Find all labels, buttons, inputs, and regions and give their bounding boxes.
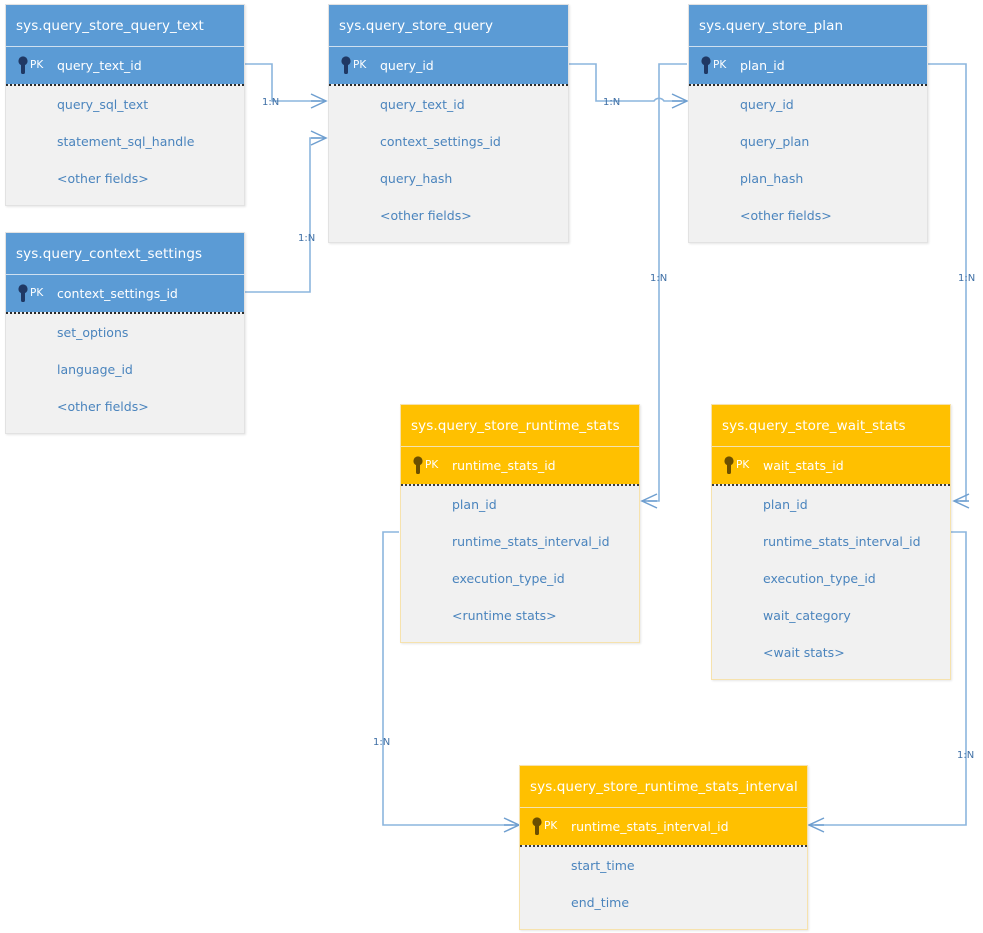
entity-primary-key-row[interactable]: PK runtime_stats_interval_id <box>520 808 807 845</box>
entity-primary-key-row[interactable]: PK context_settings_id <box>6 275 244 312</box>
field-row: query_hash <box>380 171 453 186</box>
field-row: <other fields> <box>740 208 832 223</box>
pk-field-name: runtime_stats_interval_id <box>571 819 729 834</box>
field-row: <other fields> <box>57 399 149 414</box>
field-row: plan_id <box>763 497 808 512</box>
entity-query-store-query[interactable]: sys.query_store_query PK query_id query_… <box>328 4 569 243</box>
field-row: execution_type_id <box>452 571 565 586</box>
field-row: <other fields> <box>57 171 149 186</box>
key-icon <box>16 284 50 304</box>
pk-field-name: runtime_stats_id <box>452 458 556 473</box>
rel-interval-runtimestats-label: 1:N <box>373 737 390 748</box>
pk-field-name: wait_stats_id <box>763 458 844 473</box>
entity-primary-key-row[interactable]: PK query_id <box>329 47 568 84</box>
entity-primary-key-row[interactable]: PK runtime_stats_id <box>401 447 639 484</box>
entity-field-list: query_id query_plan plan_hash <other fie… <box>689 84 927 242</box>
entity-title: sys.query_context_settings <box>6 233 244 275</box>
key-icon <box>16 56 50 76</box>
rel-ctxsettings-query: 1:N <box>245 130 328 293</box>
field-row: <runtime stats> <box>452 608 557 623</box>
pk-label: PK <box>544 820 558 832</box>
entity-query-context-settings[interactable]: sys.query_context_settings PK context_se… <box>5 232 245 434</box>
rel-querytext-query: 1:N <box>245 63 328 109</box>
field-row: query_text_id <box>380 97 465 112</box>
rel-plan-runtimestats: 1:N <box>640 63 687 509</box>
rel-plan-waitstats-label: 1:N <box>958 273 975 284</box>
field-row: execution_type_id <box>763 571 876 586</box>
key-icon <box>722 456 756 476</box>
entity-field-list: start_time end_time <box>520 845 807 929</box>
field-row: query_plan <box>740 134 810 149</box>
entity-field-list: plan_id runtime_stats_interval_id execut… <box>401 484 639 642</box>
entity-title: sys.query_store_plan <box>689 5 927 47</box>
pk-field-name: query_text_id <box>57 58 142 73</box>
field-row: context_settings_id <box>380 134 501 149</box>
entity-field-list: query_sql_text statement_sql_handle <oth… <box>6 84 244 205</box>
rel-query-plan-label: 1:N <box>603 97 620 108</box>
entity-title: sys.query_store_wait_stats <box>712 405 950 447</box>
key-icon <box>699 56 733 76</box>
field-row: runtime_stats_interval_id <box>452 534 610 549</box>
entity-field-list: query_text_id context_settings_id query_… <box>329 84 568 242</box>
pk-field-name: query_id <box>380 58 434 73</box>
field-row: plan_hash <box>740 171 804 186</box>
field-row: start_time <box>571 858 635 873</box>
pk-label: PK <box>30 59 44 71</box>
field-row: end_time <box>571 895 630 910</box>
pk-field-name: context_settings_id <box>57 286 178 301</box>
pk-label: PK <box>353 59 367 71</box>
entity-title: sys.query_store_query <box>329 5 568 47</box>
rel-querytext-query-label: 1:N <box>262 97 279 108</box>
pk-label: PK <box>30 287 44 299</box>
field-row: wait_category <box>763 608 851 623</box>
rel-query-plan: 1:N <box>569 63 689 109</box>
entity-query-store-plan[interactable]: sys.query_store_plan PK plan_id query_id… <box>688 4 928 243</box>
entity-title: sys.query_store_runtime_stats_interval <box>520 766 807 808</box>
field-row: set_options <box>57 325 129 340</box>
entity-query-store-runtime-stats-interval[interactable]: sys.query_store_runtime_stats_interval P… <box>519 765 808 930</box>
entity-primary-key-row[interactable]: PK plan_id <box>689 47 927 84</box>
pk-field-name: plan_id <box>740 58 785 73</box>
field-row: plan_id <box>452 497 497 512</box>
pk-label: PK <box>425 459 439 471</box>
entity-query-store-query-text[interactable]: sys.query_store_query_text PK query_text… <box>5 4 245 206</box>
field-row: language_id <box>57 362 133 377</box>
entity-primary-key-row[interactable]: PK query_text_id <box>6 47 244 84</box>
key-icon <box>411 456 445 476</box>
key-icon <box>339 56 373 76</box>
entity-field-list: plan_id runtime_stats_interval_id execut… <box>712 484 950 679</box>
rel-ctxsettings-query-label: 1:N <box>298 233 315 244</box>
rel-interval-waitstats-label: 1:N <box>957 750 974 761</box>
key-icon <box>530 817 564 837</box>
entity-field-list: set_options language_id <other fields> <box>6 312 244 433</box>
pk-label: PK <box>713 59 727 71</box>
entity-title: sys.query_store_query_text <box>6 5 244 47</box>
entity-query-store-wait-stats[interactable]: sys.query_store_wait_stats PK wait_stats… <box>711 404 951 680</box>
entity-query-store-runtime-stats[interactable]: sys.query_store_runtime_stats PK runtime… <box>400 404 640 643</box>
field-row: query_id <box>740 97 794 112</box>
entity-title: sys.query_store_runtime_stats <box>401 405 639 447</box>
field-row: statement_sql_handle <box>57 134 195 149</box>
entity-primary-key-row[interactable]: PK wait_stats_id <box>712 447 950 484</box>
field-row: query_sql_text <box>57 97 149 112</box>
rel-plan-runtimestats-label: 1:N <box>650 273 667 284</box>
pk-label: PK <box>736 459 750 471</box>
field-row: <other fields> <box>380 208 472 223</box>
field-row: <wait stats> <box>763 645 845 660</box>
field-row: runtime_stats_interval_id <box>763 534 921 549</box>
